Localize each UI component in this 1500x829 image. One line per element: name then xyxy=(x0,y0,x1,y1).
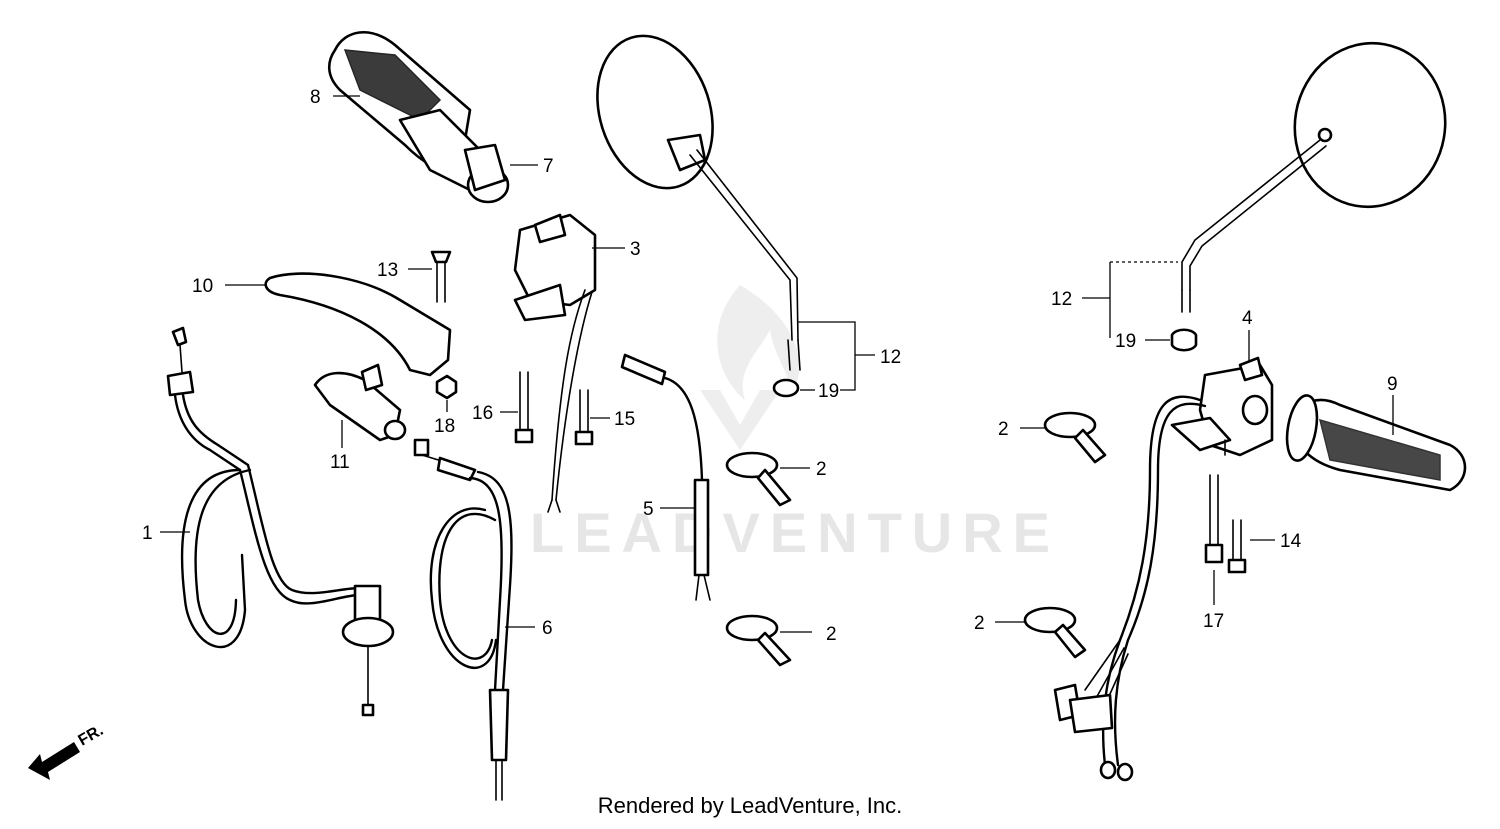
callout-8: 8 xyxy=(310,87,321,108)
callout-5: 5 xyxy=(643,499,654,520)
callout-9: 9 xyxy=(1387,374,1398,395)
clutch-cable xyxy=(413,438,513,801)
callout-18: 18 xyxy=(434,416,455,437)
callout-14: 14 xyxy=(1280,531,1302,552)
throttle-cable xyxy=(166,326,395,717)
right-grip xyxy=(1285,394,1467,492)
left-grip xyxy=(327,30,510,204)
callout-2-a: 2 xyxy=(816,459,827,480)
callout-19-b: 19 xyxy=(1115,331,1136,352)
front-direction-arrow: FR. xyxy=(28,722,106,780)
callout-6: 6 xyxy=(542,618,553,639)
callout-11: 11 xyxy=(330,452,350,473)
callout-17: 17 xyxy=(1203,611,1224,632)
clutch-lever xyxy=(264,272,452,442)
callout-2-d: 2 xyxy=(974,613,985,634)
footer-credit: Rendered by LeadVenture, Inc. xyxy=(597,793,903,818)
callout-10: 10 xyxy=(192,276,213,297)
direction-label: FR. xyxy=(76,722,107,750)
leader-lines xyxy=(160,95,1394,633)
callout-4: 4 xyxy=(1242,308,1253,329)
right-mirror xyxy=(1170,41,1447,352)
bolts-left xyxy=(430,250,594,446)
callout-7: 7 xyxy=(543,156,554,177)
callout-15: 15 xyxy=(614,409,635,430)
callout-1: 1 xyxy=(142,523,153,544)
callout-12-b: 12 xyxy=(1051,289,1072,310)
cable-clamps-left xyxy=(725,451,792,667)
callout-3: 3 xyxy=(630,239,641,260)
right-switch-housing xyxy=(1053,356,1274,782)
callout-12-a: 12 xyxy=(880,347,901,368)
callout-2-c: 2 xyxy=(998,419,1009,440)
bolts-right xyxy=(1204,474,1247,574)
callout-2-b: 2 xyxy=(826,624,837,645)
callouts: 8 7 3 10 13 11 18 16 15 1 6 5 2 2 12 19 … xyxy=(142,87,1398,645)
left-switch-housing xyxy=(513,213,597,513)
watermark: LEADVENTURE xyxy=(530,285,1060,564)
callout-16: 16 xyxy=(472,403,493,424)
cable-clamps-right xyxy=(1023,411,1107,659)
left-mirror xyxy=(596,34,801,398)
callout-19-a: 19 xyxy=(818,381,839,402)
brake-switch-wire xyxy=(620,353,711,601)
watermark-text: LEADVENTURE xyxy=(530,501,1060,564)
callout-13: 13 xyxy=(377,260,398,281)
